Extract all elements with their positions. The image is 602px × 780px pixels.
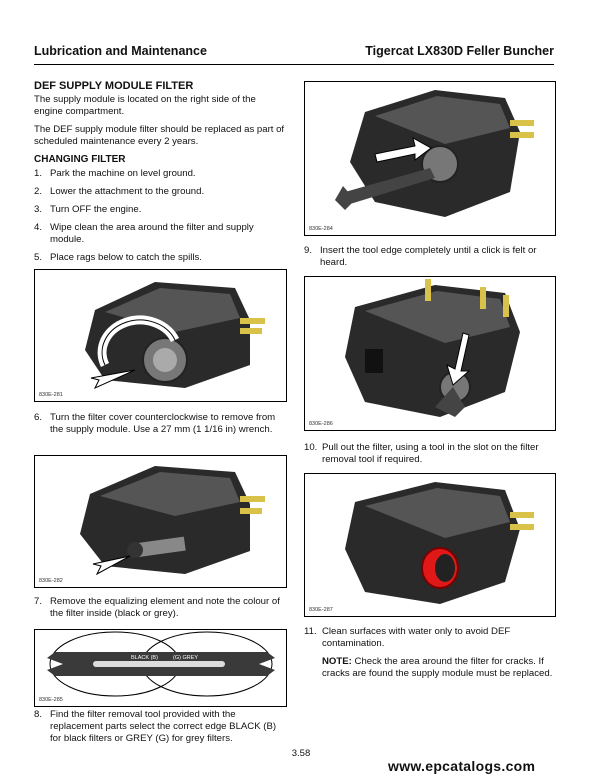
figure-id: 830E-284 bbox=[309, 226, 333, 232]
step-2: 2.Lower the attachment to the ground. bbox=[34, 186, 205, 197]
step-7: 7.Remove the equalizing element and note… bbox=[34, 596, 280, 619]
supply-module-illustration bbox=[335, 90, 534, 217]
section-title: DEF SUPPLY MODULE FILTER bbox=[34, 80, 194, 92]
supply-module-illustration bbox=[85, 282, 265, 390]
note: NOTE: Check the area around the filter f… bbox=[322, 656, 554, 680]
step-5: 5.Place rags below to catch the spills. bbox=[34, 252, 202, 263]
filter-removal-tool-illustration: BLACK (B) (G) GREY bbox=[47, 631, 275, 697]
step-9: 9.Insert the tool edge completely until … bbox=[304, 245, 537, 268]
figure-id: 830E-287 bbox=[309, 607, 333, 613]
subsection-title: CHANGING FILTER bbox=[34, 154, 126, 165]
header-section-title: Lubrication and Maintenance bbox=[34, 44, 207, 58]
page-number: 3.58 bbox=[291, 748, 311, 759]
watermark: www.epcatalogs.com bbox=[388, 758, 536, 774]
figure-id: 830E-281 bbox=[39, 392, 63, 398]
figure-830e-282: 830E-282 bbox=[34, 455, 287, 588]
intro-paragraph-1: The supply module is located on the righ… bbox=[34, 94, 256, 117]
figure-id: 830E-285 bbox=[39, 697, 63, 703]
step-6-block: 6.Turn the filter cover counterclockwise… bbox=[34, 412, 286, 442]
step-9-block: 9.Insert the tool edge completely until … bbox=[304, 245, 554, 275]
step-8-block: 8.Find the filter removal tool provided … bbox=[34, 709, 286, 751]
figure-830e-281: 830E-281 bbox=[34, 269, 287, 402]
step-7-block: 7.Remove the equalizing element and note… bbox=[34, 596, 286, 626]
step-6: 6.Turn the filter cover counterclockwise… bbox=[34, 412, 276, 435]
step-11-block: 11.Clean surfaces with water only to avo… bbox=[304, 626, 554, 680]
step-10-block: 10.Pull out the filter, using a tool in … bbox=[304, 442, 554, 472]
page-header: Lubrication and Maintenance Tigercat LX8… bbox=[34, 44, 554, 58]
note-text: Check the area around the filter for cra… bbox=[322, 656, 553, 679]
tool-black-label: BLACK (B) bbox=[131, 655, 158, 661]
figure-830e-286: 830E-286 bbox=[304, 276, 556, 431]
step-10: 10.Pull out the filter, using a tool in … bbox=[304, 442, 539, 465]
supply-module-illustration bbox=[345, 482, 534, 604]
tool-grey-label: (G) GREY bbox=[173, 655, 198, 661]
step-8: 8.Find the filter removal tool provided … bbox=[34, 709, 277, 744]
step-11: 11.Clean surfaces with water only to avo… bbox=[304, 626, 511, 649]
supply-module-illustration bbox=[345, 279, 520, 417]
figure-id: 830E-282 bbox=[39, 578, 63, 584]
left-column: DEF SUPPLY MODULE FILTER The supply modu… bbox=[34, 80, 286, 270]
step-1: 1.Park the machine on level ground. bbox=[34, 168, 196, 179]
figure-830e-287: 830E-287 bbox=[304, 473, 556, 617]
figure-830e-285: BLACK (B) (G) GREY 830E-285 bbox=[34, 629, 287, 707]
note-label: NOTE: bbox=[322, 656, 352, 667]
supply-module-illustration bbox=[80, 466, 265, 576]
header-rule bbox=[34, 64, 554, 65]
figure-830e-284: 830E-284 bbox=[304, 81, 556, 236]
figure-id: 830E-286 bbox=[309, 421, 333, 427]
intro-paragraph-2: The DEF supply module filter should be r… bbox=[34, 124, 285, 147]
step-4: 4.Wipe clean the area around the filter … bbox=[34, 222, 254, 245]
step-3: 3.Turn OFF the engine. bbox=[34, 204, 142, 215]
header-machine-title: Tigercat LX830D Feller Buncher bbox=[365, 44, 554, 58]
